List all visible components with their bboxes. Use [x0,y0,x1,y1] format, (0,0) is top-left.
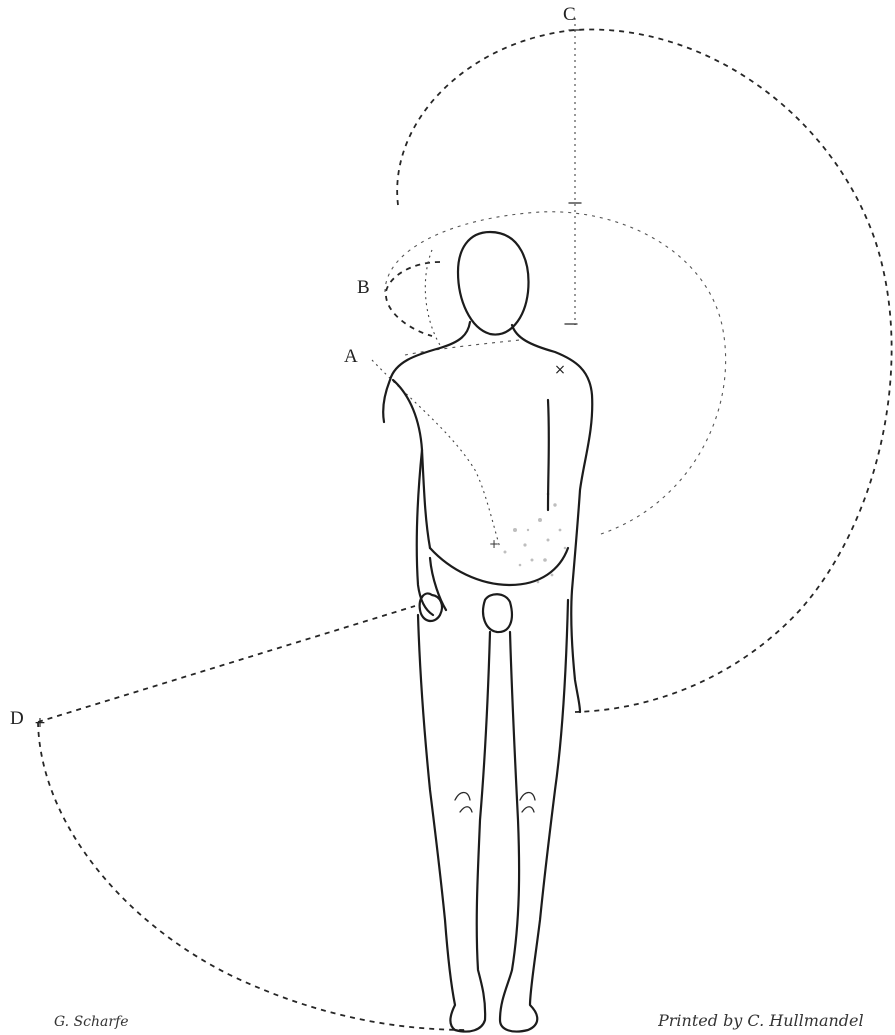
cross-mark-groin: + [489,537,499,551]
figure-left-arm [417,450,446,615]
figure-head [458,232,528,335]
printer-credit: Printed by C. Hullmandel [658,1011,895,1030]
shaded-region [504,493,567,584]
figure-knee-left [455,793,472,813]
figure-torso-right [512,325,592,712]
label-c: C [563,4,576,26]
figure-hips [430,548,568,585]
figure-groin [483,594,512,632]
figure-right-leg [500,600,568,1032]
figure-torso-left [383,322,470,548]
path-d-arc [38,722,468,1030]
path-c-outer-arc [397,29,891,712]
figure-knee-right [520,793,535,813]
artist-credit: G. Scharfe [54,1014,129,1030]
label-a: A [344,346,358,368]
figure-left-hand [420,593,442,621]
label-d: D [10,708,24,730]
figure-left-leg [418,615,490,1032]
cross-mark-shoulder: × [554,362,566,378]
path-a-line [372,360,500,548]
path-d-line [38,606,415,722]
path-b-loop [386,262,440,336]
label-b: B [357,277,370,299]
path-b-inner-loop [425,250,440,345]
cross-mark-d: + [34,715,46,731]
